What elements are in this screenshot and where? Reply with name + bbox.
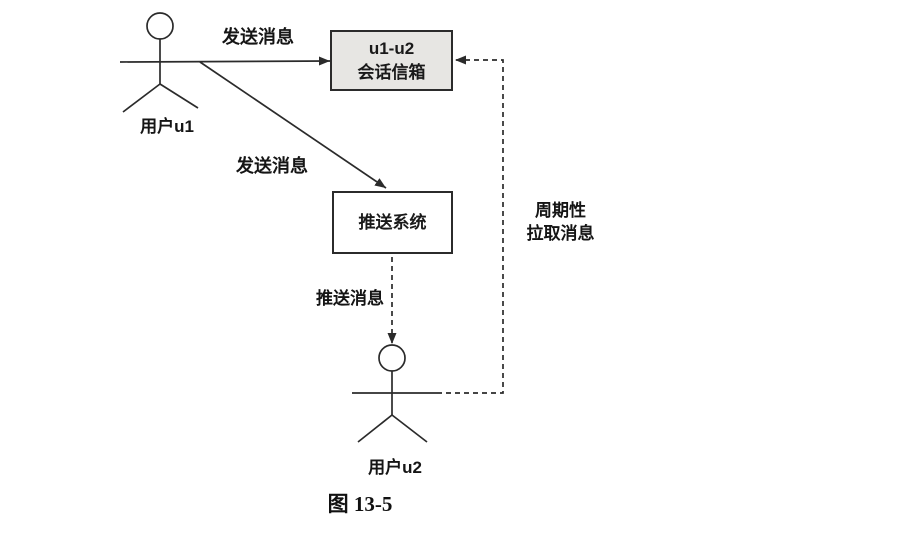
actor-u1-head: [146, 12, 174, 40]
actor-u1-label: 用户u1: [140, 117, 194, 136]
push-system-node: 推送系统: [332, 191, 453, 254]
edge-periodic-pull: [437, 55, 504, 394]
actor-u2-label: 用户u2: [368, 458, 422, 477]
figure-caption: 图 13-5: [327, 492, 393, 516]
edge-label-periodic-pull-line2: 拉取消息: [526, 224, 595, 243]
edge-label-periodic-pull: 周期性 拉取消息: [513, 199, 608, 245]
mailbox-node-title-line2: 会话信箱: [357, 62, 426, 82]
edge-label-send-to-push: 发送消息: [236, 156, 308, 176]
edge-label-send-to-mailbox: 发送消息: [222, 27, 294, 47]
edge-send-to-mailbox: [119, 56, 331, 66]
actor-u2-figure: [352, 344, 437, 443]
actor-u1-legs: [122, 83, 199, 113]
edge-label-periodic-pull-line1: 周期性: [535, 201, 586, 220]
edge-label-push-message: 推送消息: [316, 289, 384, 308]
actor-u2-head: [378, 344, 406, 372]
actor-u2-legs: [357, 414, 428, 443]
mailbox-node-title-line1: u1-u2: [368, 38, 415, 58]
edge-send-to-push: [199, 61, 387, 189]
actor-u1-figure: [122, 12, 199, 113]
push-system-node-label: 推送系统: [358, 212, 427, 232]
mailbox-node: u1-u2 会话信箱: [330, 30, 453, 91]
